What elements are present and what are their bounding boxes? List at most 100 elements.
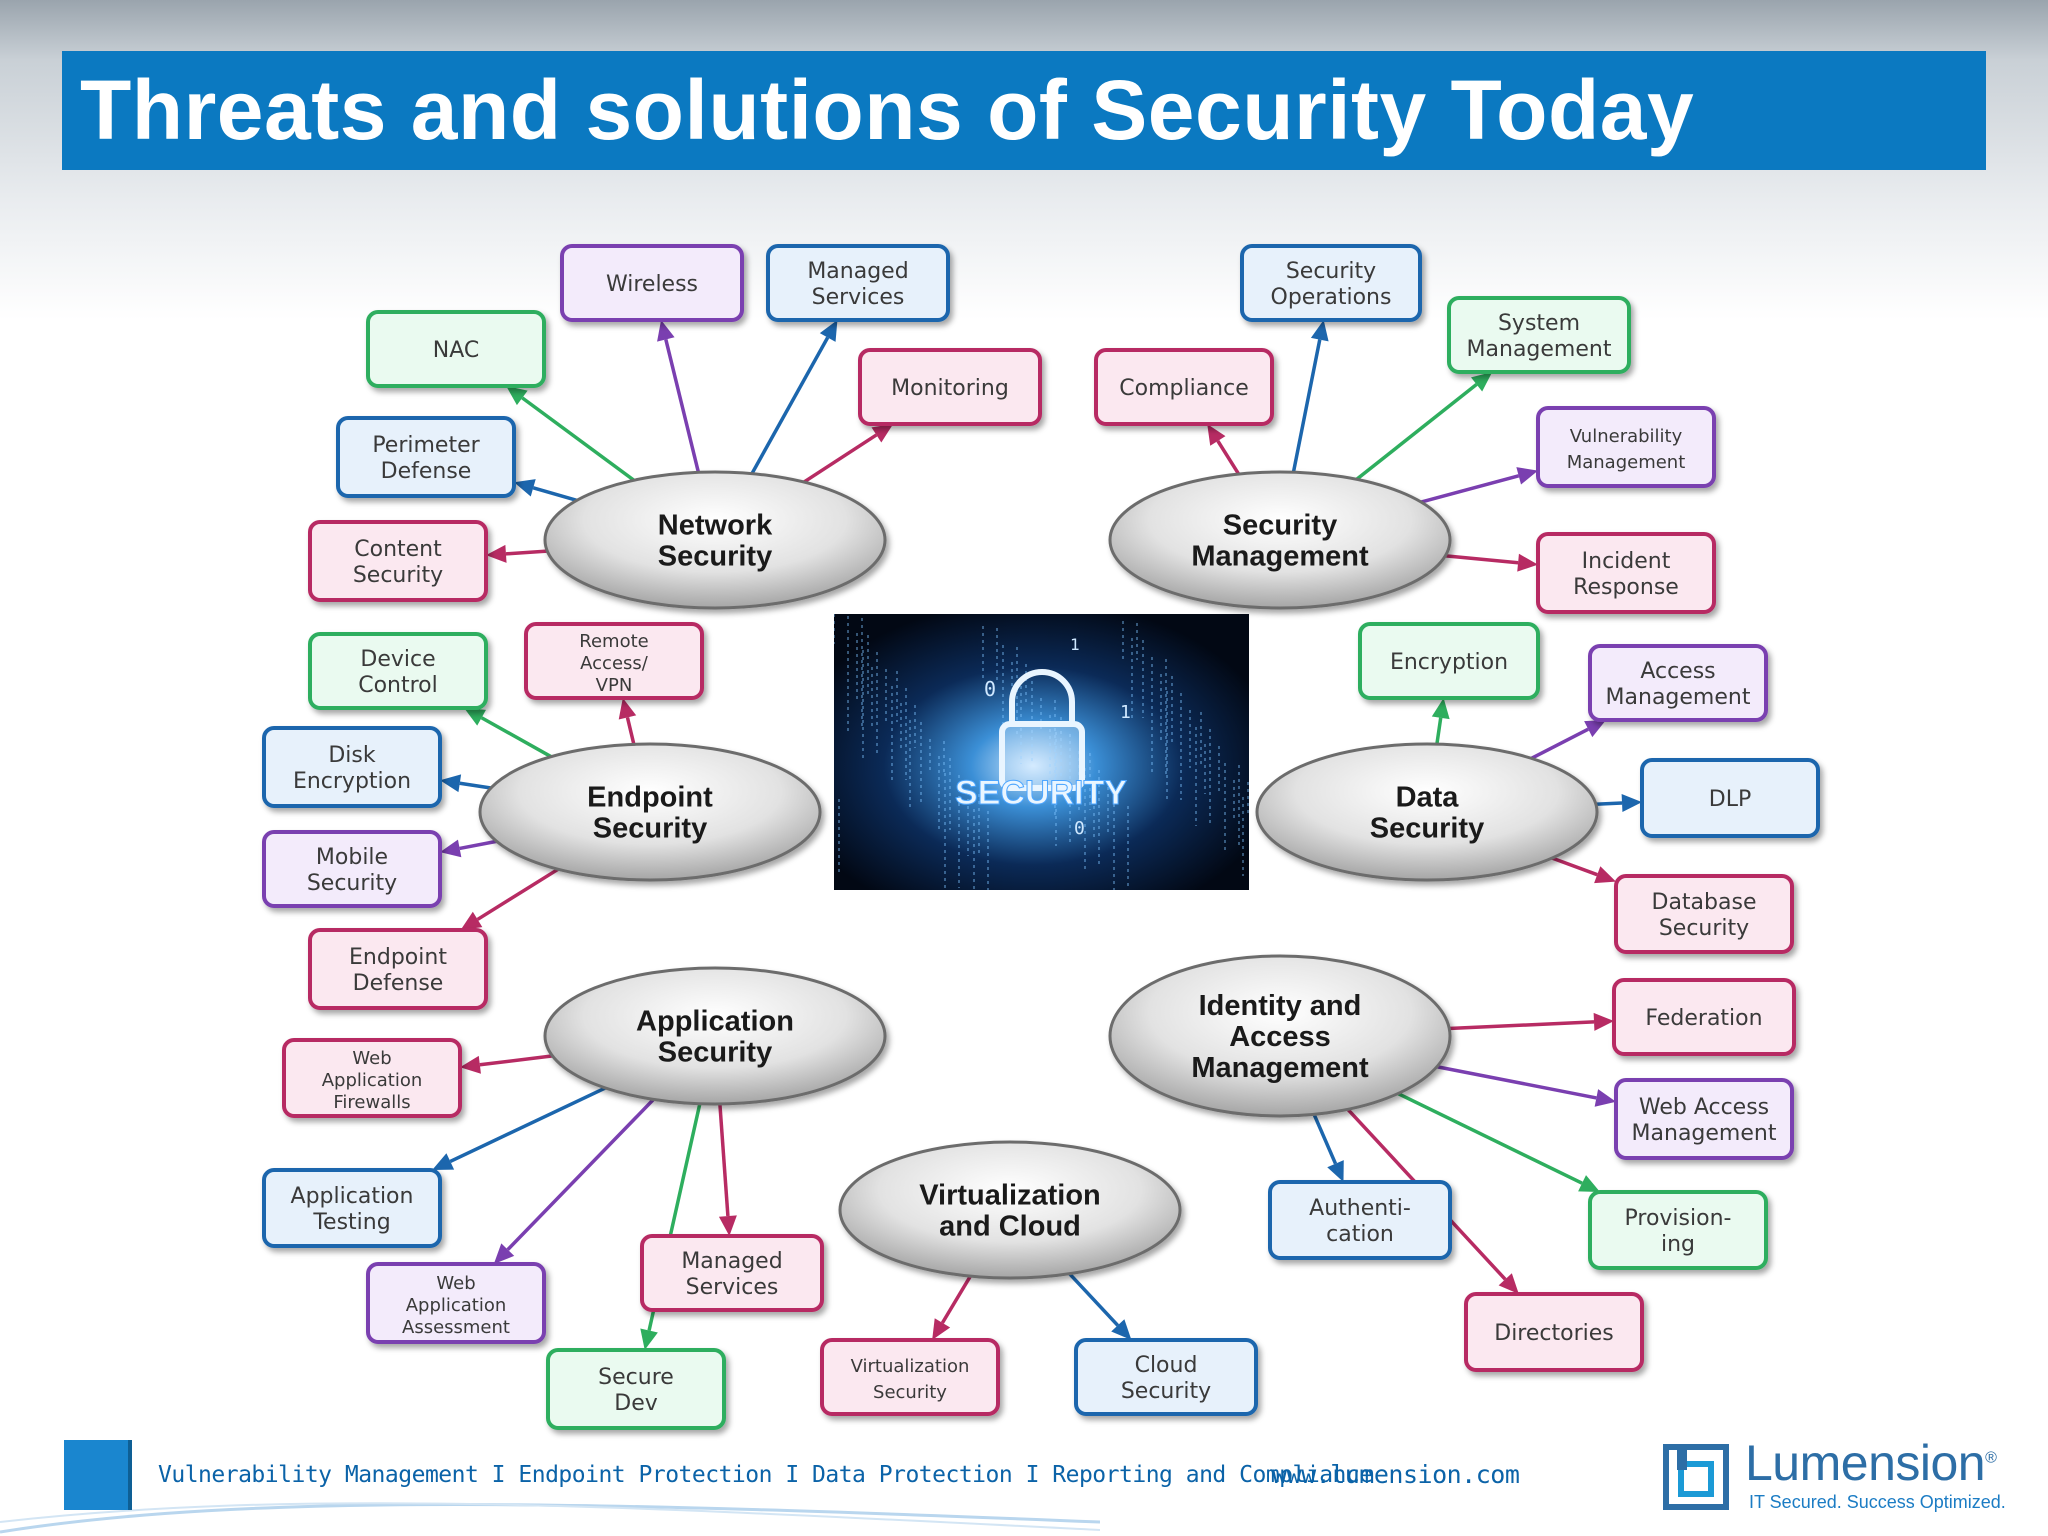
node-compliance[interactable]: Compliance bbox=[1094, 348, 1274, 426]
node-label: Disk bbox=[328, 743, 376, 768]
node-label: Services bbox=[812, 285, 905, 310]
arrow-head bbox=[440, 839, 462, 858]
connector-secmgmt-vulnerability-management bbox=[1417, 474, 1520, 505]
hub-label: Management bbox=[1191, 1052, 1369, 1084]
arrow-head bbox=[486, 544, 507, 563]
hub-label: Virtualization bbox=[919, 1180, 1101, 1212]
node-label: Device bbox=[360, 647, 435, 672]
node-label: cation bbox=[1326, 1222, 1394, 1247]
arrow-head bbox=[819, 320, 838, 342]
node-dlp[interactable]: DLP bbox=[1640, 758, 1820, 838]
node-encryption[interactable]: Encryption bbox=[1358, 622, 1540, 700]
node-label: Dev bbox=[614, 1391, 658, 1416]
connector-secmgmt-compliance bbox=[1216, 440, 1241, 477]
title-bar: Threats and solutions of Security Today bbox=[62, 51, 1986, 170]
connector-network-nac bbox=[521, 396, 637, 483]
node-label: ing bbox=[1661, 1232, 1695, 1257]
node-label: Web bbox=[436, 1273, 475, 1294]
padlock-icon bbox=[999, 669, 1085, 791]
node-label: Operations bbox=[1271, 285, 1392, 310]
node-label: Encryption bbox=[293, 769, 411, 794]
arrow-head bbox=[493, 1243, 515, 1264]
hub-label: Management bbox=[1191, 541, 1369, 573]
connector-data-encryption bbox=[1434, 717, 1443, 746]
connector-endpoint-mobile-security bbox=[459, 839, 501, 851]
arrow-head bbox=[1111, 1319, 1132, 1340]
svg-text:1: 1 bbox=[1120, 702, 1131, 723]
hubs: NetworkSecuritySecurityManagementEndpoin… bbox=[478, 470, 1599, 1280]
hub-label: Security bbox=[593, 813, 707, 845]
arrow-head bbox=[640, 1328, 658, 1350]
connector-iam-provision-ing bbox=[1394, 1090, 1583, 1185]
node-label: Access bbox=[1640, 659, 1715, 684]
footer-tagline: Vulnerability Management I Endpoint Prot… bbox=[158, 1462, 1373, 1488]
node-label: Compliance bbox=[1119, 376, 1249, 401]
arrow-head bbox=[618, 698, 637, 720]
node-label: NAC bbox=[433, 338, 479, 363]
node-label: Security bbox=[353, 563, 443, 588]
connector-app-web-application-assessment bbox=[506, 1096, 656, 1251]
footer-url[interactable]: www.lumension.com bbox=[1272, 1460, 1520, 1489]
logo-name: Lumension® bbox=[1745, 1435, 1997, 1491]
arrow-head bbox=[1207, 424, 1226, 446]
node-label: Endpoint bbox=[349, 945, 447, 970]
node-label: Access/ bbox=[580, 653, 649, 674]
node-label: Vulnerability bbox=[1570, 426, 1683, 447]
node-label: Application bbox=[406, 1295, 507, 1316]
node-federation[interactable]: Federation bbox=[1612, 978, 1796, 1056]
arrow-head bbox=[1584, 720, 1607, 738]
node-wireless[interactable]: Wireless bbox=[560, 244, 744, 322]
node-label: Security bbox=[1121, 1379, 1211, 1404]
node-nac[interactable]: NAC bbox=[366, 310, 546, 388]
node-label: Managed bbox=[681, 1249, 782, 1274]
node-label: Secure bbox=[598, 1365, 674, 1390]
arrow-head bbox=[514, 479, 536, 497]
node-provision-ing[interactable]: Provision-ing bbox=[1588, 1190, 1768, 1270]
node-label: Remote bbox=[579, 631, 648, 652]
connector-secmgmt-incident-response bbox=[1441, 553, 1519, 565]
node-monitoring[interactable]: Monitoring bbox=[858, 348, 1042, 426]
center-image-label: SECURITY bbox=[955, 774, 1127, 812]
hub-label: Application bbox=[636, 1006, 794, 1038]
node-directories[interactable]: Directories bbox=[1464, 1292, 1644, 1372]
node-label: Web Access bbox=[1639, 1095, 1769, 1120]
node-label: Firewalls bbox=[333, 1092, 410, 1113]
node-authenti-cation[interactable]: Authenti-cation bbox=[1268, 1180, 1452, 1260]
page-title: Threats and solutions of Security Today bbox=[80, 63, 1695, 157]
node-label: System bbox=[1498, 311, 1580, 336]
node-label: Security bbox=[307, 871, 397, 896]
node-label: Management bbox=[1606, 685, 1751, 710]
arrow-head bbox=[932, 1318, 951, 1340]
svg-text:0: 0 bbox=[984, 677, 996, 701]
